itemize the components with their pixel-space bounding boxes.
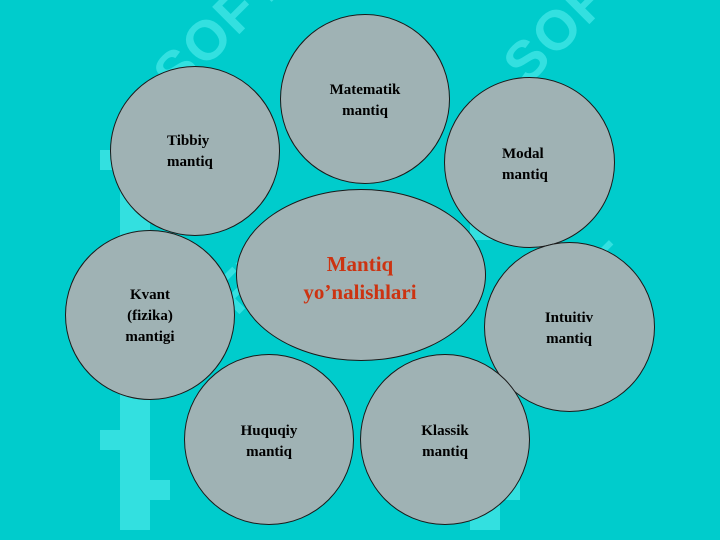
node-tibbiy-mantiq — [110, 66, 280, 236]
node-matematik-mantiq — [280, 14, 450, 184]
label-modal: Modal mantiq — [502, 146, 548, 183]
label-klassik: Klassik mantiq — [421, 423, 469, 460]
label-kvant: Kvant (fizika) mantigi — [125, 287, 175, 345]
node-klassik-mantiq — [360, 354, 530, 525]
node-huquqiy-mantiq — [184, 354, 354, 525]
node-kvant-mantigi — [65, 230, 235, 400]
node-intuitiv-mantiq — [484, 242, 655, 412]
center-node — [236, 189, 486, 361]
center-title: Mantiq yo’nalishlari — [303, 252, 417, 304]
label-intuitiv: Intuitiv mantiq — [544, 310, 594, 347]
node-modal-mantiq — [444, 77, 615, 248]
watermark-logo-icon — [100, 390, 170, 530]
label-huquqiy: Huquqiy mantiq — [240, 423, 298, 460]
label-matematik: Matematik mantiq — [329, 82, 401, 119]
label-tibbiy: Tibbiy mantiq — [167, 133, 213, 170]
